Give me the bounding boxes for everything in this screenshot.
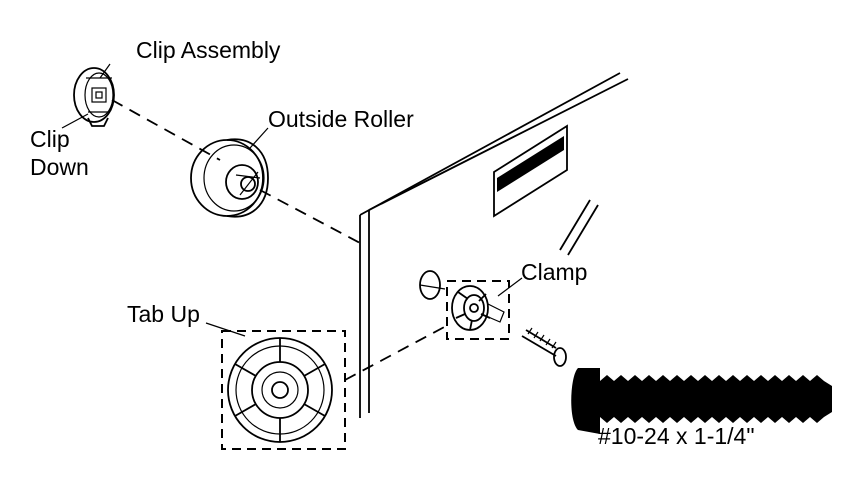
clamp-label: Clamp bbox=[521, 259, 587, 285]
door-panel bbox=[359, 72, 629, 418]
clamp bbox=[451, 285, 505, 331]
tab-up-part bbox=[227, 337, 333, 443]
warning-label bbox=[493, 124, 568, 218]
tab-up-label: Tab Up bbox=[127, 301, 200, 327]
tab-up-detail-box bbox=[221, 330, 346, 450]
screw-spec-label: #10-24 x 1-1/4" bbox=[598, 423, 755, 449]
clamp-leader bbox=[497, 277, 523, 297]
outside-roller bbox=[190, 138, 269, 218]
small-screw bbox=[521, 327, 567, 367]
clip-assembly-leader bbox=[99, 63, 111, 79]
screw-silhouette bbox=[571, 368, 832, 434]
assembly-path-line-2 bbox=[259, 189, 361, 244]
clamp-washer bbox=[419, 270, 446, 300]
clip-assembly-label: Clip Assembly bbox=[136, 37, 281, 63]
clip-down-label-line2: Down bbox=[30, 154, 89, 180]
assembly-path-line-1 bbox=[111, 99, 221, 161]
outside-roller-leader bbox=[249, 127, 269, 149]
clip-down-label-line1: Clip bbox=[30, 126, 70, 152]
clip-assembly bbox=[73, 67, 115, 127]
clamp-detail-box bbox=[446, 280, 510, 340]
tab-up-leader bbox=[205, 322, 246, 337]
outside-roller-label: Outside Roller bbox=[268, 106, 414, 132]
clip-down-leader bbox=[61, 113, 89, 129]
